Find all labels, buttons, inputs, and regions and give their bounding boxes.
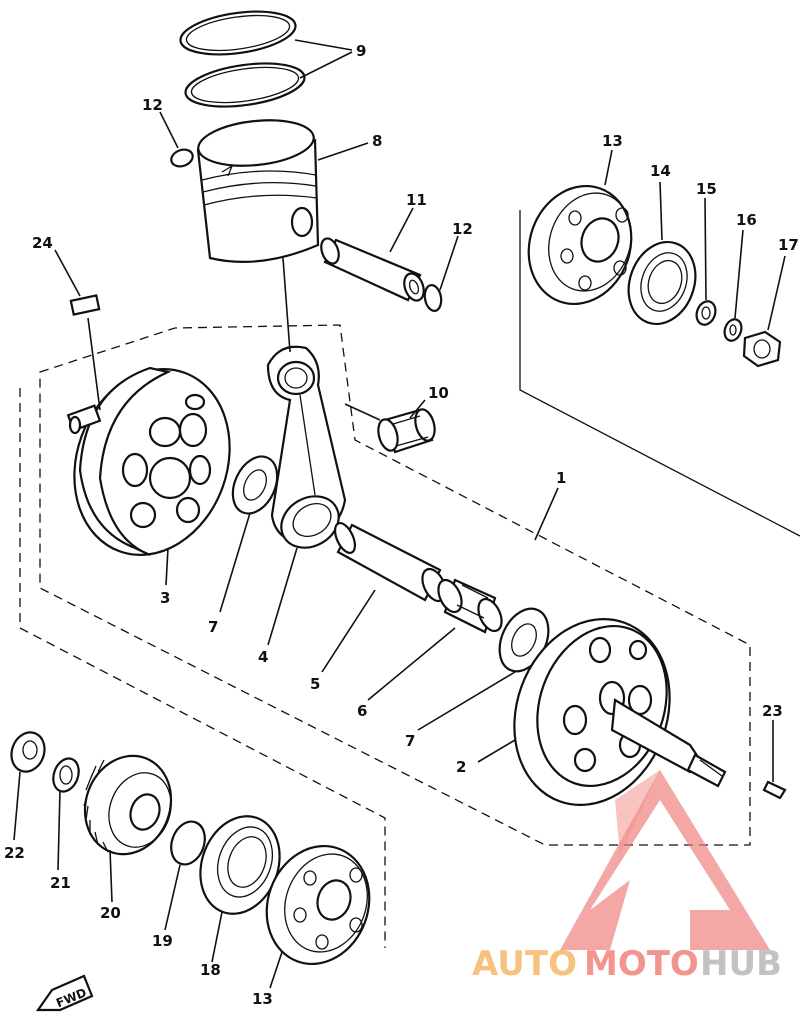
oil-seal-upper — [627, 240, 697, 326]
callout-6: 6 — [357, 702, 367, 720]
piston — [196, 119, 320, 263]
connecting-rod — [266, 345, 347, 549]
callout-12-left: 12 — [142, 96, 163, 114]
piston-pin-clip-left — [170, 148, 194, 168]
callout-2: 2 — [456, 758, 466, 776]
group-boundary-lines — [19, 210, 800, 948]
callout-11: 11 — [406, 191, 427, 209]
callout-18: 18 — [200, 961, 221, 979]
crank-pin — [333, 522, 447, 603]
callout-3: 3 — [160, 589, 170, 607]
callout-22: 22 — [4, 844, 25, 862]
small-end-bearing — [377, 408, 436, 454]
callout-23: 23 — [762, 702, 783, 720]
washer-21 — [52, 757, 80, 793]
callout-12-right: 12 — [452, 220, 473, 238]
callout-16: 16 — [736, 211, 757, 229]
forward-arrow-icon: FWD — [35, 974, 94, 1012]
oil-seal-lower-18 — [199, 815, 281, 915]
callout-4: 4 — [258, 648, 268, 666]
main-bearing-lower — [265, 844, 371, 966]
callout-13-lower: 13 — [252, 990, 273, 1008]
callout-15: 15 — [696, 180, 717, 198]
callout-14: 14 — [650, 162, 671, 180]
callout-10: 10 — [428, 384, 449, 402]
callout-20: 20 — [100, 904, 121, 922]
callout-17: 17 — [778, 236, 799, 254]
callout-8: 8 — [372, 132, 382, 150]
callout-5: 5 — [310, 675, 320, 693]
callout-7-upper: 7 — [208, 618, 218, 636]
nut-22 — [10, 731, 46, 773]
callout-7-lower: 7 — [405, 732, 415, 750]
big-end-bearing — [437, 578, 503, 634]
woodruff-key — [69, 294, 101, 316]
watermark-logo-mark — [560, 770, 770, 950]
main-bearing-upper — [527, 184, 633, 306]
piston-rings — [179, 10, 306, 108]
callout-24: 24 — [32, 234, 53, 252]
primary-gear-20 — [83, 754, 173, 856]
callout-9: 9 — [356, 42, 366, 60]
callout-numbers: 1 2 3 4 5 6 7 7 8 9 10 11 12 12 13 13 14… — [4, 42, 799, 1008]
callout-19: 19 — [152, 932, 173, 950]
leader-lines — [13, 39, 786, 989]
crank-half-right — [513, 618, 727, 806]
crank-key — [762, 780, 787, 800]
automotohub-watermark: AUTO MOTO HUB — [472, 770, 782, 984]
piston-pin-clip-right — [423, 284, 443, 312]
watermark-auto: AUTO — [472, 944, 577, 984]
watermark-hub: HUB — [700, 944, 782, 984]
watermark-moto: MOTO — [584, 944, 699, 984]
callout-1: 1 — [556, 469, 566, 487]
thrust-washer-upper — [231, 455, 279, 515]
callout-21: 21 — [50, 874, 71, 892]
washer-15 — [695, 300, 717, 326]
crank-half-left — [66, 366, 231, 557]
callout-13-upper: 13 — [602, 132, 623, 150]
lock-washer-16 — [723, 318, 743, 342]
piston-pin — [320, 237, 425, 302]
o-ring-19 — [170, 820, 206, 866]
nut-17 — [742, 330, 782, 368]
